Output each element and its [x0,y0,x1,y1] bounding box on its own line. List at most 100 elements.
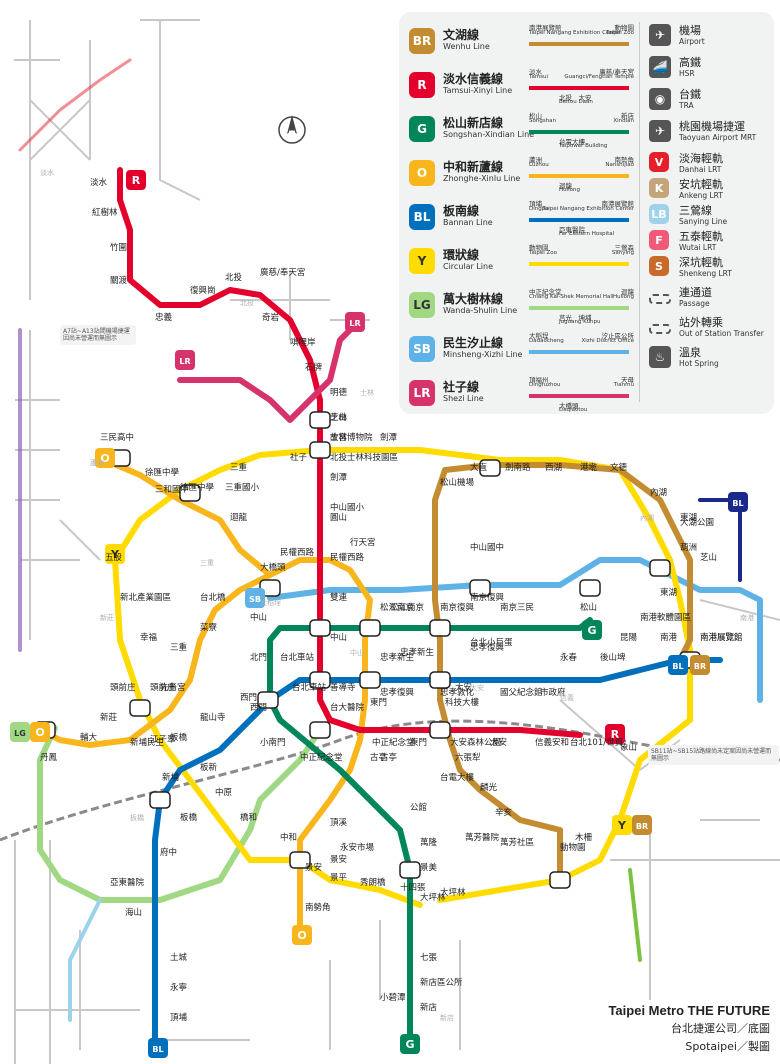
station-label: 台北車站 [292,682,327,693]
station-label: 大安森林公園 [450,737,501,748]
legend-line-branch-en: Daqiaotou [559,407,588,413]
legend-line-start: 蘆洲 [529,156,542,164]
hot-spring-icon: ♨ [649,346,671,368]
legend-symbol-name: 機場 [679,24,701,37]
svg-text:G: G [587,624,596,637]
legend-symbol-name-en: Taoyuan Airport MRT [679,133,757,142]
line-wanda-shulin [37,725,323,903]
station-label: 土城 [170,952,188,963]
legend-line-sample [529,130,629,134]
station-label: 五股 [105,553,123,563]
legend-lrt-name-en: Danhai LRT [679,165,722,174]
station-label: 內湖 [650,488,667,498]
legend-line-name: 松山新店線 [443,116,504,130]
station-label: 新店區公所 [420,977,463,988]
station-label: 中正紀念堂 [300,752,343,763]
legend-line-name-en: Minsheng-Xizhi Line [443,350,523,359]
svg-text:LR: LR [349,319,360,328]
legend-lrt-name: 五泰輕軌 [679,230,723,243]
legend-symbol-name: 台鐵 [679,88,701,101]
legend-line-end: 汐止區公所 [601,332,635,340]
line-badge: O [409,160,435,186]
note-sb11-sb15: SB11站~SB15站路線尚未定案因尚未營運而無圖示 [648,745,779,766]
station-label: 東湖 [680,512,697,523]
credit-basemap: 台北捷運公司／底圖 [671,1022,770,1035]
station-label: 江子翠 [150,735,176,745]
legend-line-start-en: Dingfuzhou [529,382,561,388]
line-tamsui-xinyi [117,167,583,738]
legend-line-start: 中正紀念堂 [529,288,562,296]
credit-author: Spotaipei／製圖 [685,1040,770,1053]
station-label: 松山機場 [440,477,475,488]
legend-line-end-en: Taipei Zoo [606,30,634,36]
legend-other-name: 溫泉 [679,346,701,359]
station-label: 南京復興 [440,602,475,613]
station-label: 三民高中 [100,432,134,443]
station-label: 大安 [490,737,507,748]
legend-line-end-en: Guangci/Fengtian Temple [564,74,634,80]
line-badge: SB [409,336,435,362]
district-label: 大稻埕 [260,598,281,607]
station-label: 三重 [230,462,248,473]
station-label: 松山 [580,602,597,613]
station-label: 台電大樓 [440,772,475,783]
district-label: 新店 [440,1013,454,1022]
legend-line-name: 板南線 [443,204,480,218]
legend-line-sample [529,262,629,266]
legend-line-end: 南勢角 [614,156,635,164]
station-label: 萬隆 [420,837,438,848]
line-badge: Y [409,248,435,274]
station-label: 景安 [305,862,322,873]
legend-line-start-en: Dadaocheng [529,338,564,344]
legend-line-start-en: Songshan [529,118,557,124]
legend-line-end: 迴龍 [621,288,634,296]
line-danhai [18,58,132,152]
station-label: 士林 [330,412,348,423]
station-label: 中山 [250,612,267,623]
legend-line-sample [529,42,629,46]
station-label: 北門 [250,653,267,663]
station-label: 劍潭 [380,432,398,443]
station-label: 忠孝敦化 [440,687,475,698]
station-label: 台大醫院 [330,702,365,713]
line-badge: LG [409,292,435,318]
station-label: 港墘 [580,462,598,473]
legend-line-start: 淡水 [529,68,542,76]
station-label: 松江南京 [390,602,424,613]
station-label: 信義安和 [535,737,569,748]
station-label: 雙連 [330,592,348,603]
station-label: 亞東醫院 [110,877,145,888]
station-label: 西湖 [545,463,562,473]
legend-line-branch: 迴龍 [559,182,572,190]
line-badge: BR [409,28,435,54]
station-label: 劍南路 [505,462,531,473]
station-label: 新店 [420,1002,438,1013]
station-label: 社子 [290,452,308,463]
station-label: 文德 [610,462,628,473]
svg-text:R: R [132,174,141,187]
station-label: 圓山 [330,512,347,523]
station-labels: 淡水紅樹林竹圍關渡忠義復興崗北投奇岩唭哩岸石牌明德芝山士林劍潭圓山民權西路雙連中… [40,168,754,1023]
station-label: 景美 [420,862,438,873]
svg-text:BR: BR [694,662,706,671]
legend-divider [639,22,640,402]
legend-symbol-name: 高鐵 [679,56,701,69]
station-label: 海山 [125,907,142,918]
legend-symbol-name-en: HSR [679,69,695,78]
station-label: 永安市場 [340,842,375,853]
transfer-stations [34,411,701,889]
legend-line-name: 淡水信義線 [443,72,504,86]
legend-symbol-name-en: TRA [679,101,694,110]
station-label: 松江南京 [380,602,414,613]
svg-text:Y: Y [110,548,120,561]
station-label: 南港展覽館 [700,632,743,643]
station-label: 奇岩 [262,312,280,323]
station-label: 國父紀念館 [500,687,543,698]
station-label: 北投士林科技園區 [330,452,398,463]
